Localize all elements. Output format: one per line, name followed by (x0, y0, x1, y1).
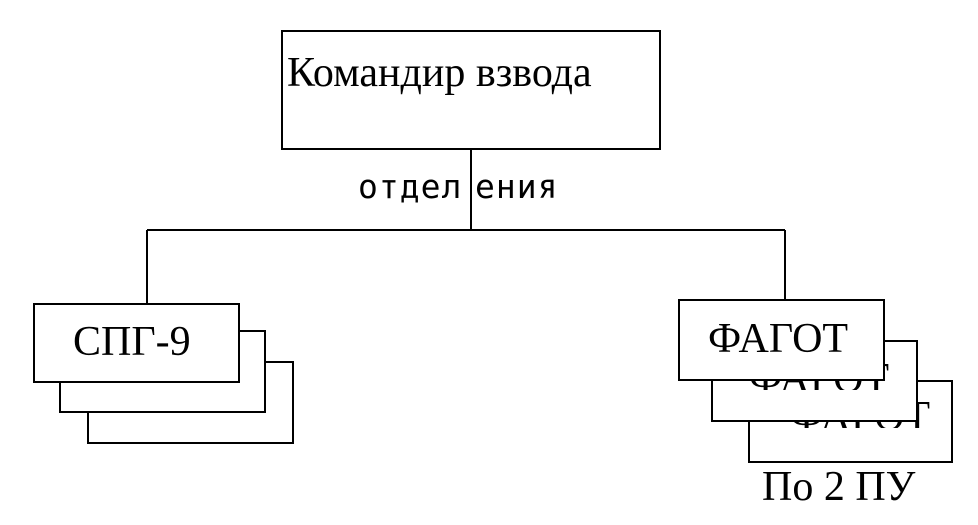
left-unit-box: СПГ-9 (33, 303, 240, 383)
left-unit-label: СПГ-9 (73, 319, 191, 365)
commander-box: Командир взвода (281, 30, 661, 150)
right-unit-box: ФАГОТ (678, 299, 885, 381)
connector-label-tail: ения (475, 167, 559, 206)
right-unit-label: ФАГОТ (708, 316, 849, 362)
connector-label: отдел (358, 167, 463, 206)
commander-label: Командир взвода (287, 50, 592, 96)
right-unit-note: По 2 ПУ (762, 464, 916, 510)
